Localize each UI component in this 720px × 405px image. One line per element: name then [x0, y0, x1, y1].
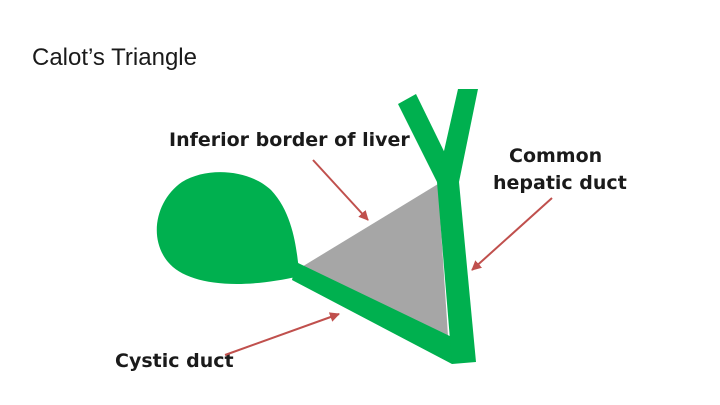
arrow-to-cystic-duct: [224, 312, 340, 356]
calots-triangle-region: [300, 184, 448, 336]
cystic-duct: [292, 262, 458, 364]
right-hepatic-duct: [437, 89, 478, 182]
label-common-hepatic-duct-line2: hepatic duct: [493, 172, 627, 194]
label-cystic-duct: Cystic duct: [115, 350, 234, 372]
label-inferior-border-of-liver: Inferior border of liver: [169, 129, 410, 151]
slide-title: Calot’s Triangle: [32, 44, 197, 71]
arrow-to-common-hepatic-duct: [471, 197, 553, 271]
label-common-hepatic-duct-line1: Common: [509, 145, 602, 167]
common-hepatic-duct: [437, 182, 476, 364]
gallbladder: [156, 172, 300, 284]
arrow-to-liver-border: [312, 159, 369, 221]
